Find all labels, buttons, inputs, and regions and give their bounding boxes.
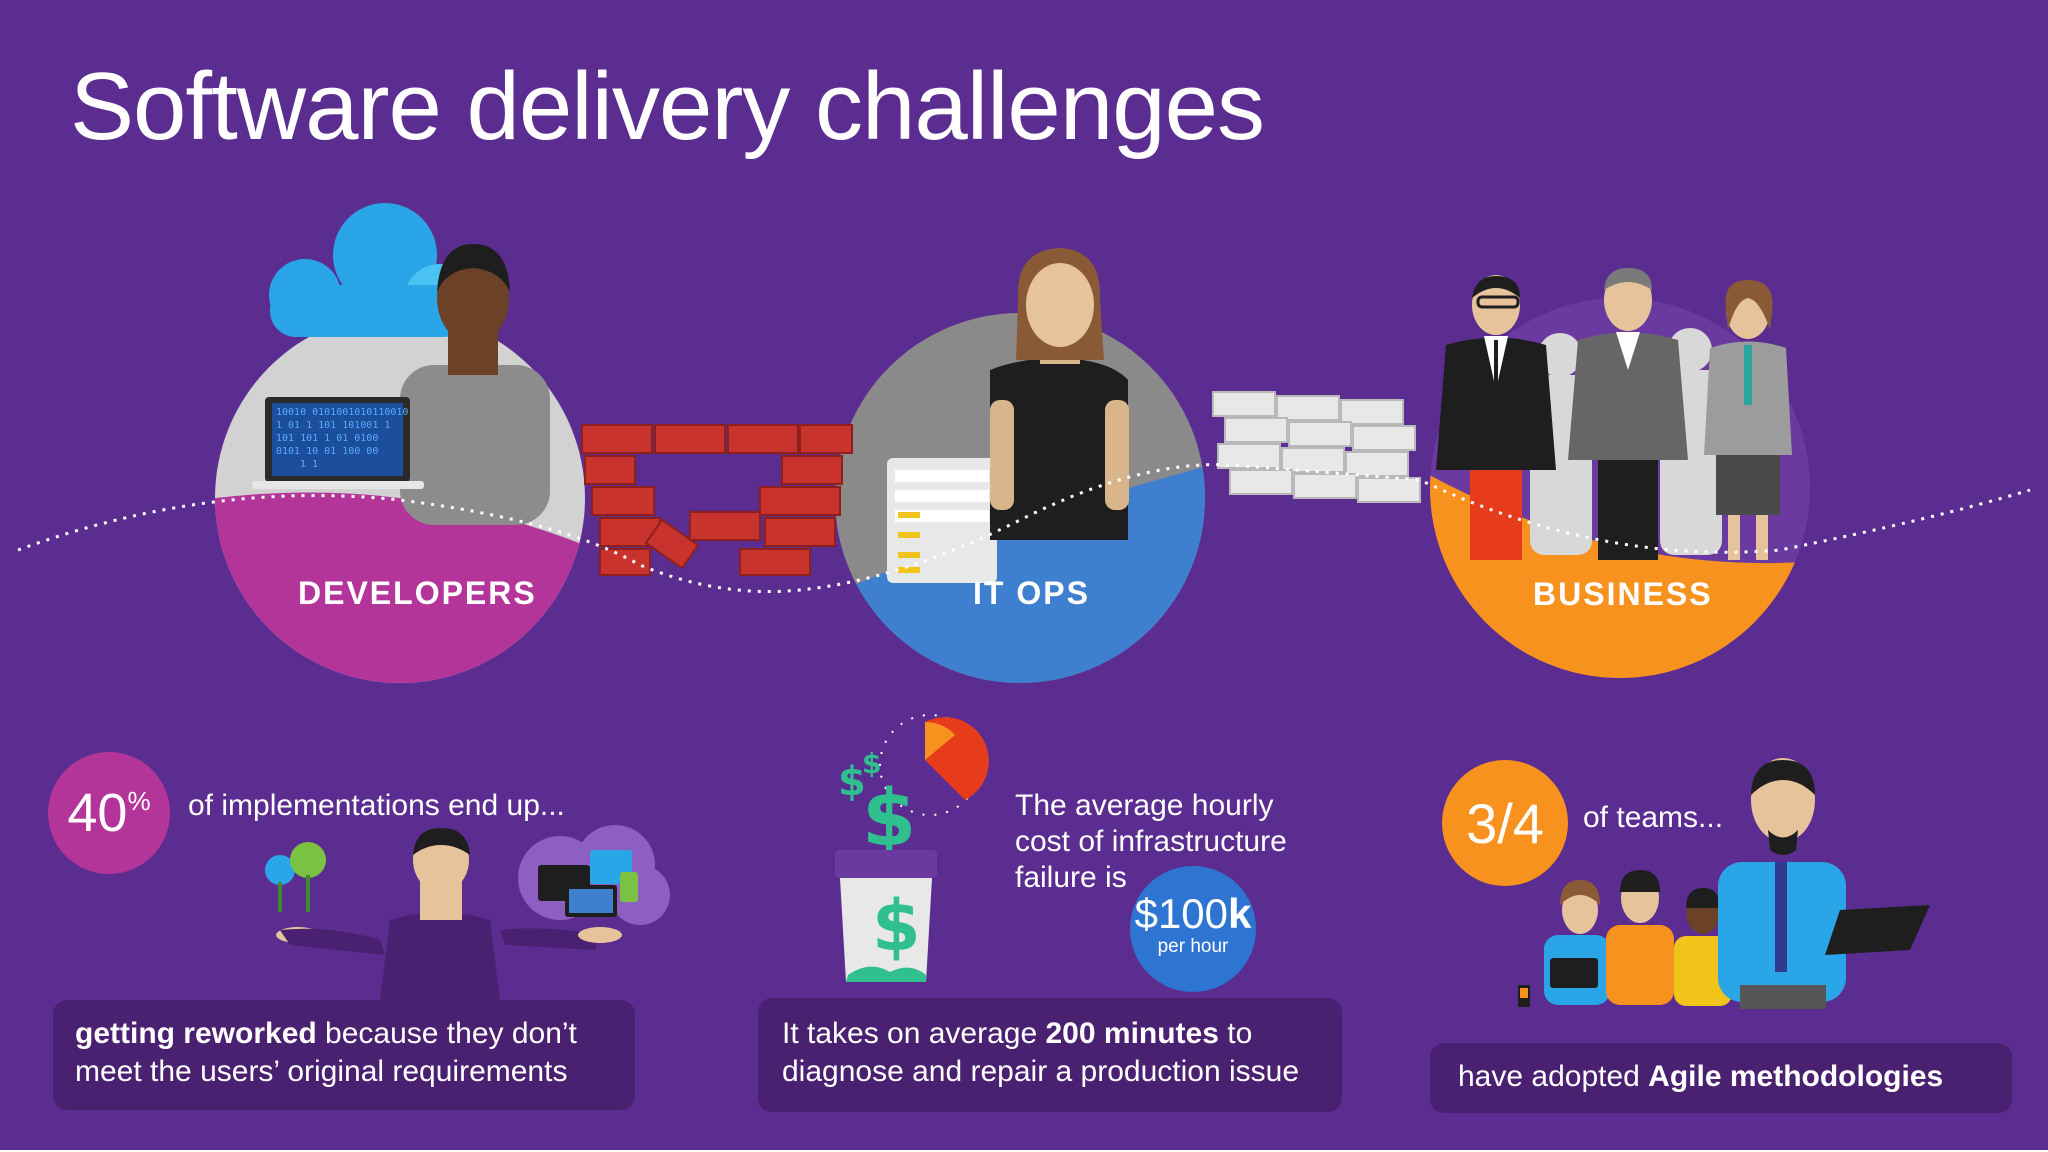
business-stat-strong: Agile methodologies [1648,1060,1944,1093]
server-rack-icon [887,458,997,583]
cost-badge: $100k per hour [1130,866,1256,992]
business-stat-badge: 3/4 [1442,760,1568,886]
itops-stat-box: It takes on average 200 minutes to diagn… [758,998,1342,1112]
developers-stat-lead: of implementations end up... [188,789,565,822]
laptop-code-line: 1 01 1 101 101001 1 [276,420,390,431]
laptop-code-line: 10010 0101001010110010 [276,407,408,418]
developer-balancing-illustration [265,825,670,1000]
money-trash-illustration: $ $ $ $ [835,714,989,982]
laptop-icon: 10010 0101001010110010 1 01 1 101 101001… [252,397,424,489]
brick-wall-white [1212,391,1421,503]
agile-team-illustration [1518,758,1930,1009]
developers-label: DEVELOPERS [298,575,537,611]
itops-stat-lead: The average hourly cost of infrastructur… [1015,788,1287,896]
brick-wall-red [581,424,853,576]
itops-lead-line3: failure is [1015,861,1127,894]
itops-label: IT OPS [973,575,1090,611]
laptop-code-line: 101 101 1 01 0100 [276,433,378,444]
developers-stat-strong: getting reworked [75,1017,317,1050]
laptop-code-line: 1 1 [300,459,318,470]
cost-badge-value: $100 [1134,890,1229,937]
laptop-code-line: 0101 10 01 100 00 [276,446,378,457]
developers-stat-badge: 40% [48,752,170,874]
developers-stat-rest: because they don’t [316,1017,577,1050]
business-stat-box: have adopted Agile methodologies [1430,1043,2012,1113]
developers-circle [215,313,585,683]
developers-stat-unit: % [127,786,151,816]
business-stat-value: 3/4 [1466,791,1544,855]
itops-person [990,248,1129,540]
itops-stat-pre: It takes on average [782,1017,1046,1050]
cost-badge-sub: per hour [1157,936,1229,957]
page-title: Software delivery challenges [70,53,1265,160]
business-stat-lead: of teams... [1583,801,1724,834]
dollar-icon: $ [872,885,921,967]
dollar-icon: $ [862,774,916,864]
itops-stat-strong: 200 minutes [1045,1017,1219,1050]
dollar-icon: $ [862,747,881,780]
developers-stat-line2: meet the users’ original requirements [75,1055,568,1088]
developers-stat-box: getting reworked because they don’t meet… [53,1000,635,1110]
business-people [1436,268,1792,560]
itops-lead-line2: cost of infrastructure [1015,825,1287,858]
business-stat-pre: have adopted [1458,1060,1649,1093]
itops-lead-line1: The average hourly [1015,789,1274,822]
dollar-icon: $ [838,759,866,805]
business-label: BUSINESS [1533,576,1713,612]
developer-person [400,244,550,525]
cost-badge-suffix: k [1228,890,1252,937]
developers-stat-value: 40 [67,783,128,843]
itops-stat-post: to [1218,1017,1253,1050]
itops-stat-line2: diagnose and repair a production issue [782,1055,1300,1088]
